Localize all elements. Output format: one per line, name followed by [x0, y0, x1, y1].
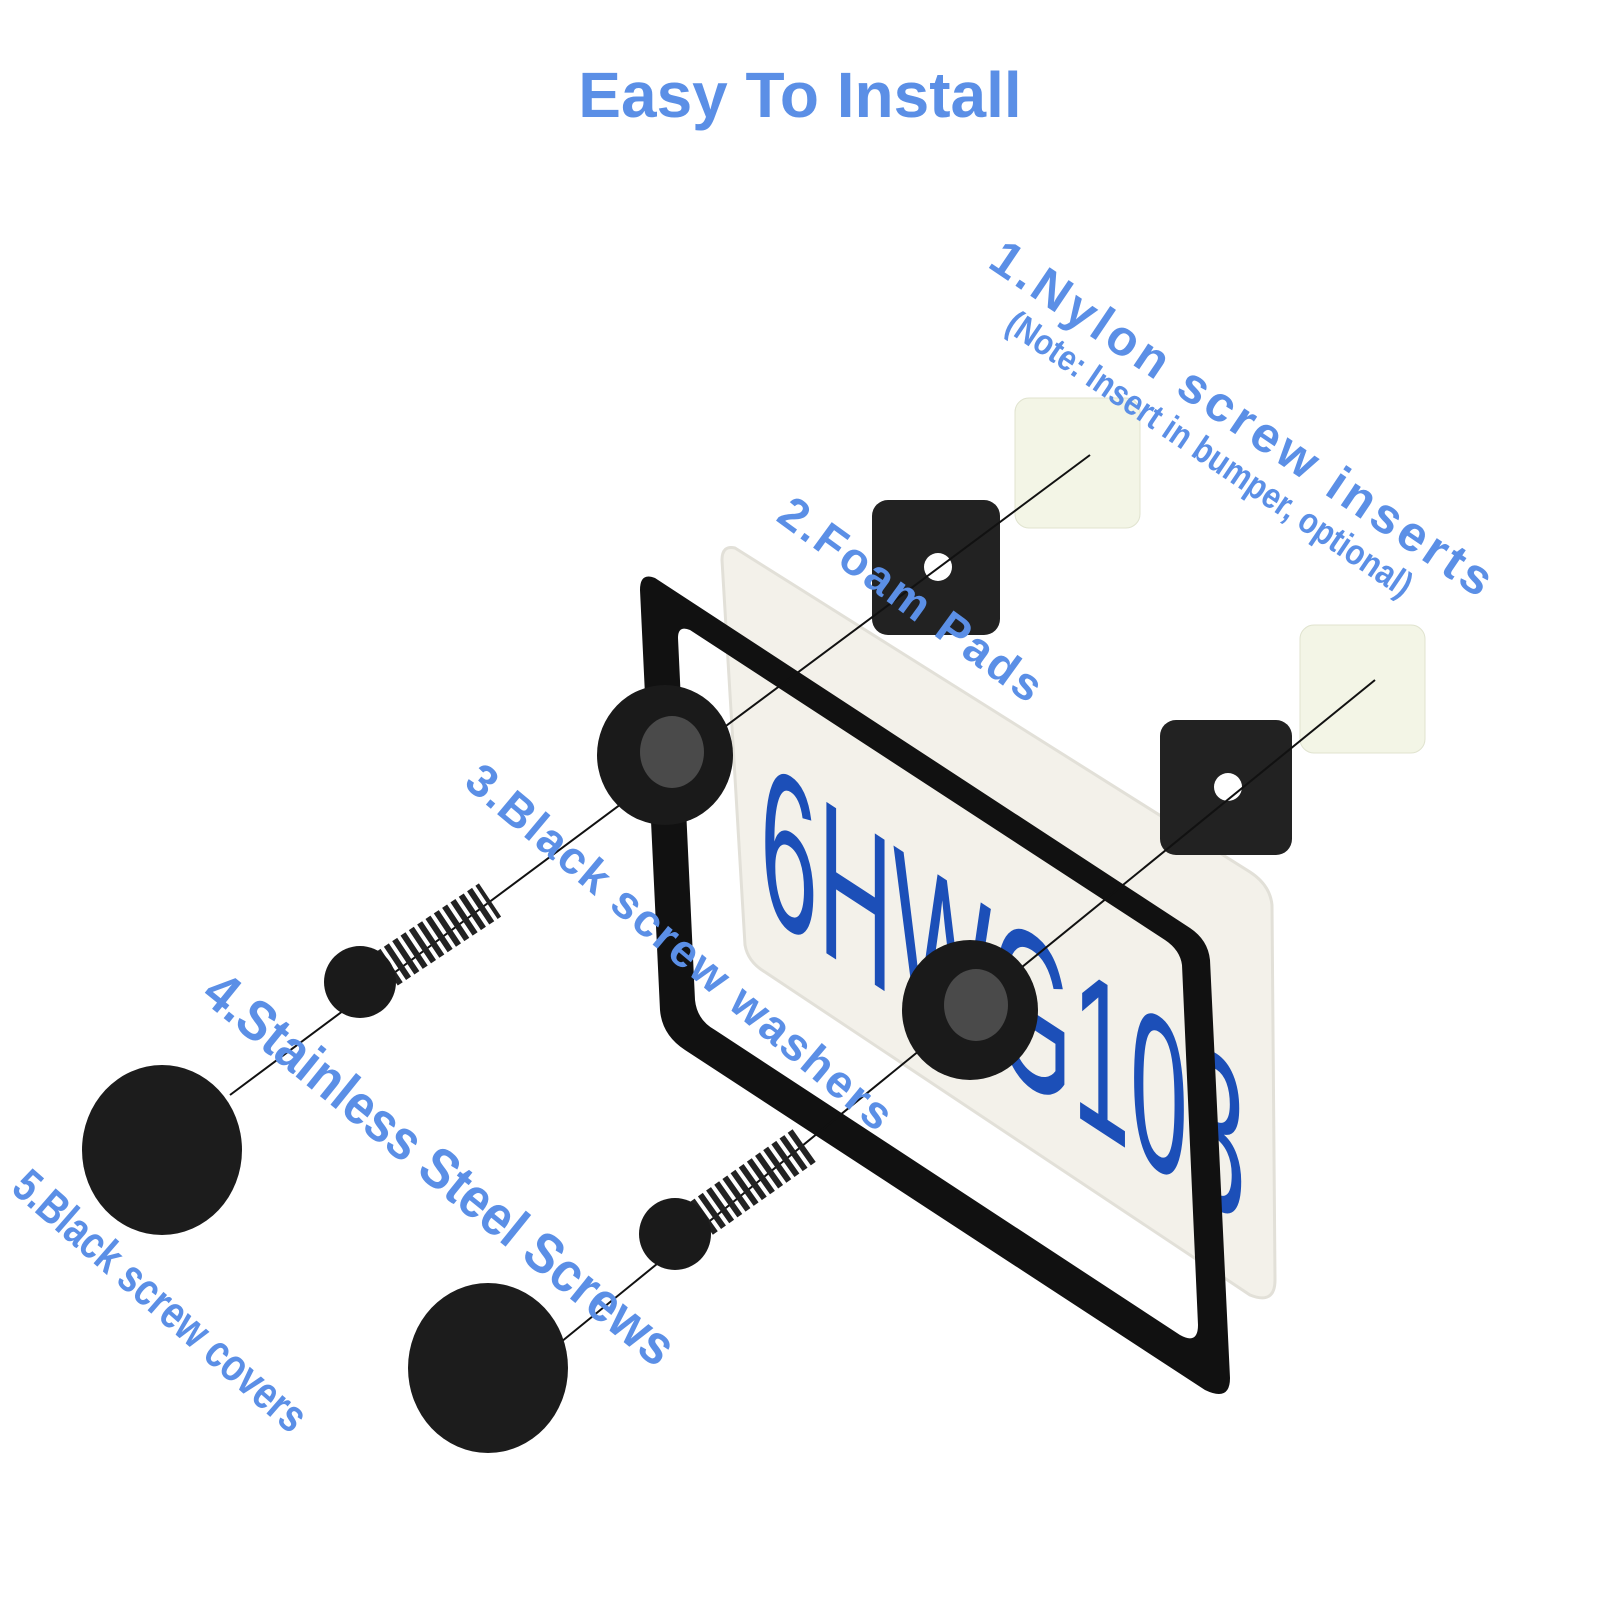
steel-screw — [324, 883, 502, 1018]
screw-washer — [597, 685, 733, 825]
page-title: Easy To Install — [578, 59, 1022, 131]
nylon-insert — [1014, 397, 1141, 529]
screw-cover — [82, 1065, 242, 1235]
screw-washer — [902, 940, 1038, 1080]
steel-screw — [639, 1128, 817, 1270]
screw-cover — [408, 1283, 568, 1453]
